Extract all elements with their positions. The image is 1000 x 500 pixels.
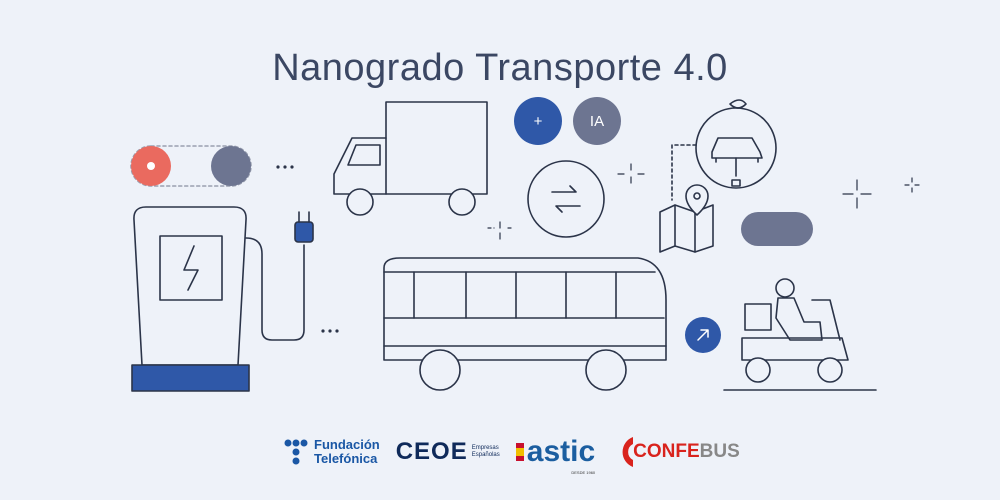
- ia-badge: [573, 97, 621, 145]
- logo-text: Españolas: [471, 452, 500, 458]
- bus-icon: [383, 257, 667, 391]
- astic-logo: astic DESDE 1960: [515, 435, 596, 475]
- telefonica-t-icon: [284, 439, 308, 465]
- logo-text: Telefónica: [314, 451, 378, 466]
- electric-car-icon: [671, 99, 777, 201]
- truck-icon: [333, 101, 488, 216]
- logo-text: DESDE 1960: [571, 470, 596, 475]
- logo-text: CEOE: [395, 438, 468, 465]
- plus-badge-label: +: [533, 112, 543, 130]
- confebus-mark-icon: [622, 437, 634, 467]
- logo-text: astic: [526, 435, 596, 468]
- page-title: Nanogrado Transporte 4.0: [272, 47, 728, 90]
- map-pin-icon: [659, 184, 714, 253]
- sparkle-icons: [487, 163, 920, 240]
- toggle-icon: [130, 145, 252, 187]
- ia-badge-label: IA: [589, 112, 605, 130]
- exchange-icon: [527, 160, 605, 238]
- arrow-up-right-icon: [685, 317, 721, 353]
- charging-station-icon: [131, 206, 314, 392]
- plus-badge: [514, 97, 562, 145]
- logo-text: Empresas: [471, 445, 499, 451]
- logo-text: CONFE: [633, 441, 700, 462]
- logo-text: BUS: [699, 441, 740, 462]
- dots-icon: [276, 165, 339, 333]
- confebus-logo: CONFE BUS: [611, 435, 740, 469]
- delivery-scooter-icon: [723, 278, 877, 391]
- logo-text: Fundación: [314, 437, 380, 452]
- spain-flag-icon: [515, 443, 524, 461]
- gray-pill: [741, 212, 813, 246]
